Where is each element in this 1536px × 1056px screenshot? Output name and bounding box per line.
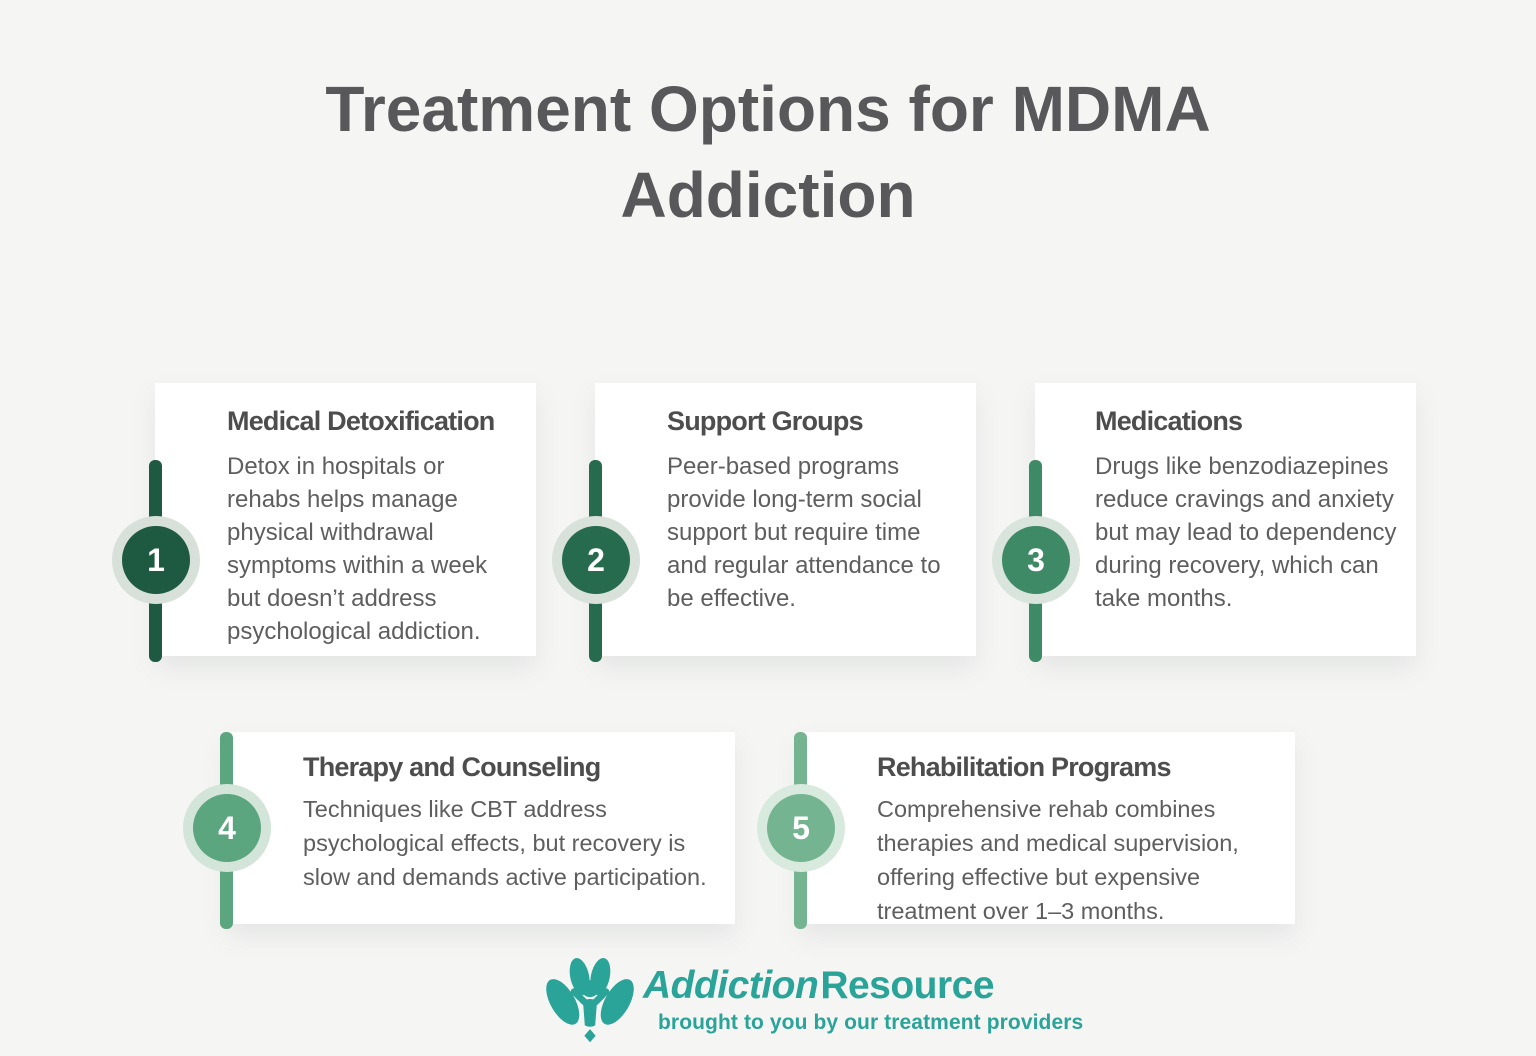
card-title-medical-detoxification: Medical Detoxification [227, 406, 495, 436]
brand-tagline: brought to you by our treatment provider… [658, 1011, 1084, 1034]
card-title-medications: Medications [1095, 406, 1243, 436]
card-title-support-groups: Support Groups [667, 406, 864, 436]
brand-text-block: AddictionResource brought to you by our … [643, 951, 1083, 1035]
card-body-therapy-and-counseling: Techniques like CBT address psychologica… [303, 796, 707, 890]
card-body-medical-detoxification: Detox in hospitals or rehabs helps manag… [227, 453, 488, 645]
card-body-rehabilitation-programs: Comprehensive rehab combines therapies a… [877, 796, 1239, 924]
brand-footer: AddictionResource brought to you by our … [543, 951, 1083, 1047]
card-body-support-groups: Peer-based programs provide long-term so… [667, 453, 941, 612]
card-title-rehabilitation-programs: Rehabilitation Programs [877, 752, 1171, 782]
card-title-therapy-and-counseling: Therapy and Counseling [303, 752, 601, 782]
step-number-badge-4: 4 [193, 794, 261, 862]
card-rehabilitation-programs: 5 Rehabilitation Programs Comprehensive … [767, 732, 1295, 929]
card-medications: 3 Medications Drugs like benzodiazepines… [1002, 383, 1416, 662]
step-number-badge-2: 2 [562, 526, 630, 594]
card-body-medications: Drugs like benzodiazepines reduce cravin… [1095, 453, 1397, 612]
step-number-badge-3: 3 [1002, 526, 1070, 594]
brand-name-resource: Resource [820, 964, 995, 1007]
card-therapy-and-counseling: 4 Therapy and Counseling Techniques like… [193, 732, 735, 929]
page-title: Treatment Options for MDMA Addiction [325, 73, 1211, 231]
card-support-groups: 2 Support Groups Peer-based programs pro… [562, 383, 976, 662]
card-medical-detoxification: 1 Medical Detoxification Detox in hospit… [122, 383, 536, 662]
brand-name: AddictionResource [643, 963, 1083, 1009]
lotus-person-icon [546, 958, 634, 1043]
step-number-badge-1: 1 [122, 526, 190, 594]
brand-name-addiction: Addiction [643, 964, 819, 1007]
step-number-badge-5: 5 [767, 794, 835, 862]
